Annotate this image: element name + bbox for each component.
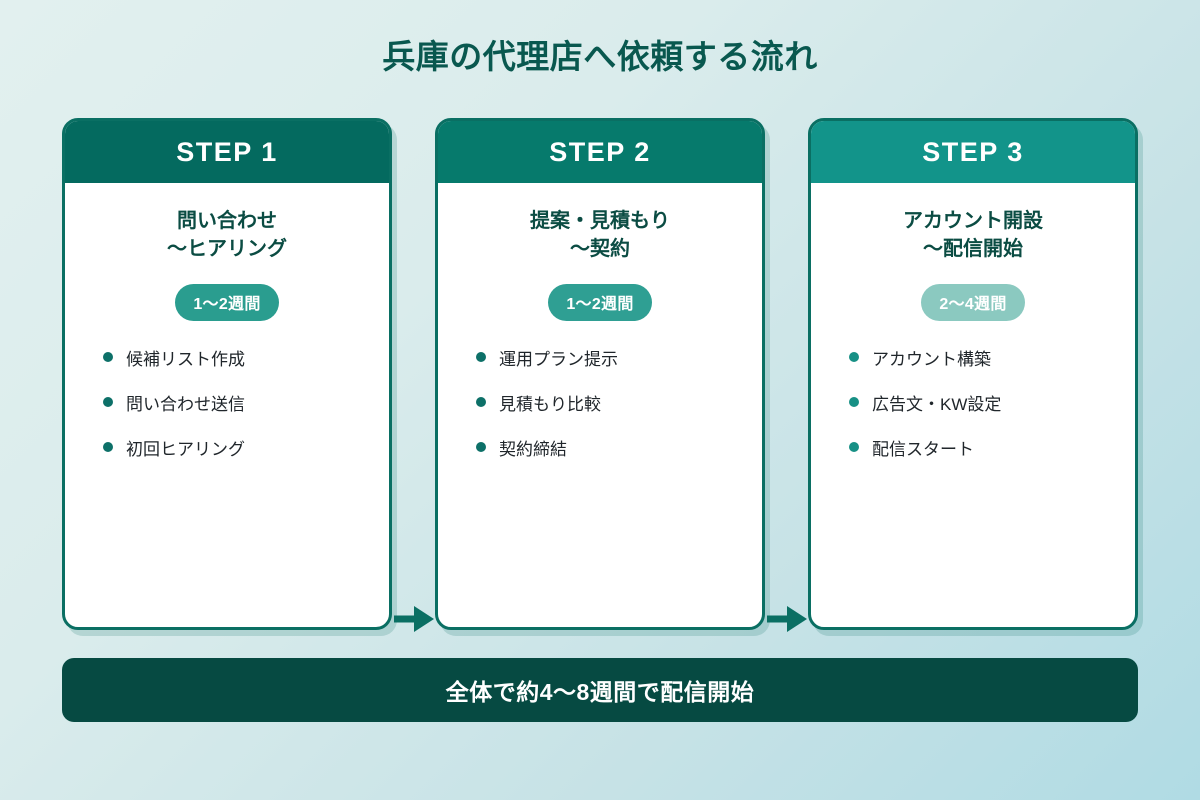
- connector-1: [393, 363, 435, 800]
- list-item: 配信スタート: [849, 435, 1113, 460]
- list-item: 問い合わせ送信: [103, 390, 367, 415]
- bullet-dot-icon: [849, 352, 859, 363]
- list-item-label: 候補リスト作成: [126, 349, 245, 369]
- steps-row: STEP 1 問い合わせ 〜ヒアリング 1〜2週間 候補リスト作成 問い合わせ送…: [62, 118, 1138, 632]
- list-item-label: アカウント構築: [872, 349, 991, 369]
- step-2-header: STEP 2: [438, 121, 762, 183]
- list-item-label: 問い合わせ送信: [126, 394, 245, 414]
- bullet-dot-icon: [476, 442, 486, 453]
- step-3-task-list: アカウント構築 広告文・KW設定 配信スタート: [833, 345, 1113, 460]
- bullet-dot-icon: [103, 442, 113, 453]
- list-item-label: 配信スタート: [872, 439, 974, 459]
- step-1-subtitle: 問い合わせ 〜ヒアリング: [167, 210, 287, 261]
- bullet-dot-icon: [103, 352, 113, 363]
- arrow-right-icon: [393, 606, 434, 632]
- list-item-label: 運用プラン提示: [499, 349, 618, 369]
- step-3-duration-badge: 2〜4週間: [921, 283, 1025, 321]
- step-3-subtitle: アカウント開設 〜配信開始: [903, 210, 1043, 261]
- step-card-3: STEP 3 アカウント開設 〜配信開始 2〜4週間 アカウント構築 広告文・K…: [808, 118, 1138, 630]
- list-item: アカウント構築: [849, 345, 1113, 370]
- bullet-dot-icon: [103, 397, 113, 408]
- list-item: 運用プラン提示: [476, 345, 740, 370]
- step-1-task-list: 候補リスト作成 問い合わせ送信 初回ヒアリング: [87, 345, 367, 460]
- connector-2: [766, 363, 808, 800]
- step-2-body: 提案・見積もり 〜契約 1〜2週間 運用プラン提示 見積もり比較 契約締結: [438, 183, 762, 627]
- step-3-body: アカウント開設 〜配信開始 2〜4週間 アカウント構築 広告文・KW設定 配信ス…: [811, 183, 1135, 627]
- page-title: 兵庫の代理店へ依頼する流れ: [382, 38, 818, 75]
- bullet-dot-icon: [476, 397, 486, 408]
- step-2-subtitle: 提案・見積もり 〜契約: [530, 210, 670, 261]
- step-card-1: STEP 1 問い合わせ 〜ヒアリング 1〜2週間 候補リスト作成 問い合わせ送…: [62, 118, 392, 630]
- step-2-duration-badge: 1〜2週間: [548, 283, 652, 321]
- step-card-2: STEP 2 提案・見積もり 〜契約 1〜2週間 運用プラン提示 見積もり比較 …: [435, 118, 765, 630]
- list-item-label: 契約締結: [499, 439, 567, 459]
- list-item: 見積もり比較: [476, 390, 740, 415]
- list-item-label: 広告文・KW設定: [872, 394, 1002, 414]
- list-item: 広告文・KW設定: [849, 390, 1113, 415]
- list-item: 初回ヒアリング: [103, 435, 367, 460]
- bullet-dot-icon: [476, 352, 486, 363]
- step-3-header: STEP 3: [811, 121, 1135, 183]
- step-1-header: STEP 1: [65, 121, 389, 183]
- list-item: 契約締結: [476, 435, 740, 460]
- arrow-right-icon: [766, 606, 807, 632]
- step-1-duration-badge: 1〜2週間: [175, 283, 279, 321]
- bullet-dot-icon: [849, 442, 859, 453]
- list-item-label: 見積もり比較: [499, 394, 601, 414]
- list-item-label: 初回ヒアリング: [126, 439, 245, 459]
- step-2-task-list: 運用プラン提示 見積もり比較 契約締結: [460, 345, 740, 460]
- bullet-dot-icon: [849, 397, 859, 408]
- summary-banner: 全体で約4〜8週間で配信開始: [62, 658, 1138, 722]
- step-1-body: 問い合わせ 〜ヒアリング 1〜2週間 候補リスト作成 問い合わせ送信 初回ヒアリ…: [65, 183, 389, 627]
- list-item: 候補リスト作成: [103, 345, 367, 370]
